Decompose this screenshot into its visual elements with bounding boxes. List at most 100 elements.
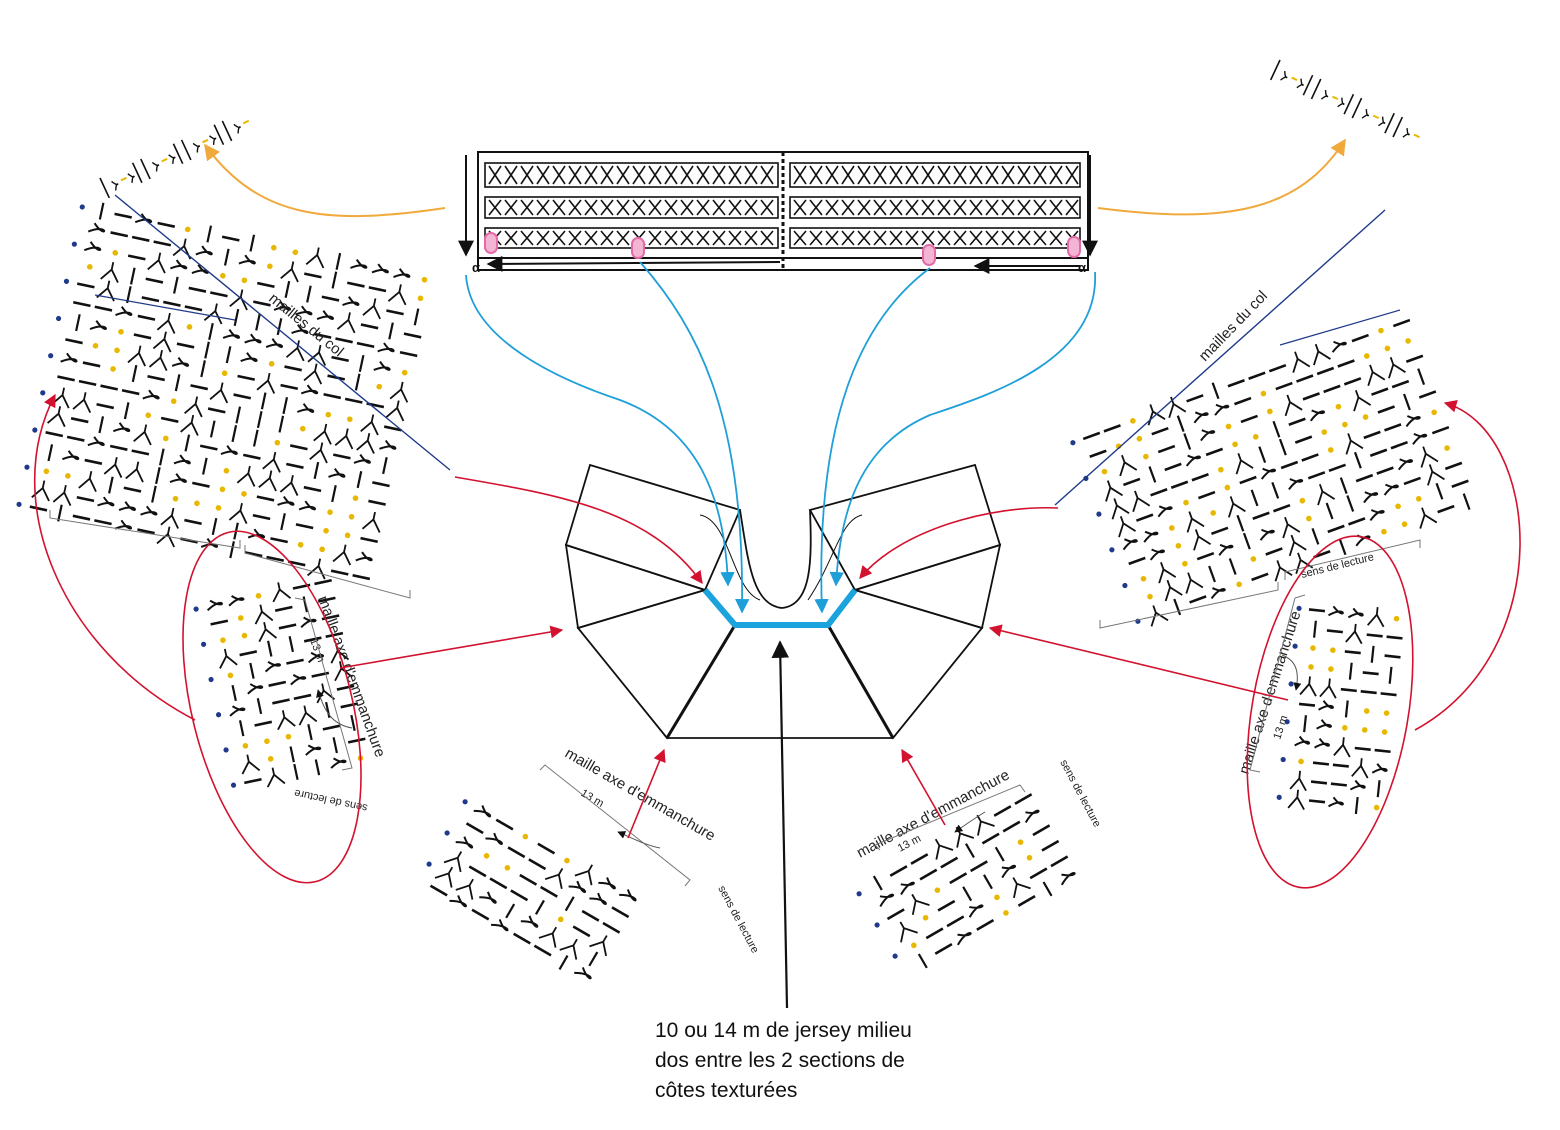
cross-stitch-icon <box>841 230 855 246</box>
purl-dash-icon <box>539 885 558 898</box>
cross-stitch-icon <box>744 165 758 185</box>
yellow-stitch-dot <box>267 756 274 762</box>
purl-dash-icon <box>1041 839 1060 852</box>
purl-dash-icon <box>372 481 390 488</box>
twisted-stitch-icon <box>114 519 132 530</box>
yellow-stitch-dot <box>1335 403 1342 410</box>
purl-dash-icon <box>137 528 155 535</box>
purl-dash-icon <box>109 444 128 451</box>
cross-stitch-icon <box>1033 199 1047 216</box>
knit-bar-icon <box>98 416 105 434</box>
purl-dash-icon <box>1323 384 1341 394</box>
cross-stitch-icon <box>262 451 281 473</box>
cross-stitch-icon <box>600 165 614 185</box>
knit-bar-icon <box>99 177 111 199</box>
knit-bar-icon <box>917 953 928 969</box>
purl-dash-icon <box>1014 793 1033 805</box>
cross-stitch-icon <box>52 484 72 506</box>
yellow-stitch-dot <box>1252 434 1259 440</box>
cross-stitch-icon <box>793 165 807 185</box>
cross-stitch-icon <box>219 648 238 669</box>
purl-dash-icon <box>1248 371 1266 380</box>
knit-bar-icon <box>173 276 179 294</box>
cross-stitch-icon <box>356 432 375 454</box>
knit-bar-icon <box>131 162 143 184</box>
yellow-stitch-dot <box>522 833 529 840</box>
yellow-stitch-dot <box>1224 484 1231 491</box>
yellow-stitch-dot <box>1140 575 1147 582</box>
knit-bar-icon <box>280 513 286 531</box>
purl-dash-icon <box>512 932 531 945</box>
small-chart-strip-left <box>99 119 250 199</box>
knit-bar-icon <box>1183 433 1192 450</box>
twisted-stitch-icon <box>220 445 238 455</box>
knit-bar-icon <box>358 354 365 373</box>
purl-dash-icon <box>257 281 275 288</box>
blue-stitch-dot <box>1135 618 1141 624</box>
twisted-stitch-icon <box>379 439 397 450</box>
purl-dash-icon <box>190 384 209 391</box>
cross-stitch-icon <box>1427 464 1445 486</box>
yellow-stitch-dot <box>112 250 119 256</box>
twisted-stitch-icon <box>115 306 133 317</box>
yellow-stitch-dot <box>1328 666 1334 672</box>
twisted-stitch-icon <box>1369 509 1385 522</box>
cross-stitch-icon <box>1299 676 1317 697</box>
purl-dash-icon <box>468 865 487 878</box>
back-neck-edge <box>702 588 858 628</box>
knit-bar-icon <box>382 457 388 475</box>
purl-dash-icon <box>1343 377 1362 386</box>
purl-dash-icon <box>949 872 968 885</box>
yellow-stitch-dot <box>1183 499 1189 506</box>
purl-dash-icon <box>347 281 365 288</box>
purl-dash-icon <box>272 698 290 705</box>
yellow-stitch-dot <box>215 505 222 511</box>
cross-stitch-icon <box>616 165 630 185</box>
knit-bar-icon <box>964 843 975 859</box>
purl-dash-icon <box>399 350 418 358</box>
twisted-stitch-icon <box>1361 109 1370 119</box>
yellow-stitch-dot <box>911 942 917 949</box>
purl-dash-icon <box>886 908 905 921</box>
cross-stitch-icon <box>600 230 614 246</box>
cross-stitch-icon <box>1317 483 1336 506</box>
reading-direction-label-right-big: sens de lecture <box>1300 551 1375 581</box>
knit-bar-icon <box>331 271 338 289</box>
cross-stitch-icon <box>152 331 172 353</box>
cross-stitch-icon <box>873 199 887 216</box>
purl-dash-icon <box>1386 635 1403 640</box>
yellow-stitch-dot <box>268 360 275 367</box>
cross-stitch-icon <box>552 165 566 185</box>
purl-dash-icon <box>153 240 172 247</box>
twisted-stitch-icon <box>491 919 509 932</box>
twisted-stitch-icon <box>247 528 266 539</box>
knit-bar-icon <box>588 951 599 967</box>
cross-stitch-icon <box>1017 165 1031 185</box>
thirteen-m-label-bottom-left: 13 m <box>579 787 606 810</box>
cross-stitch-icon <box>1292 351 1311 373</box>
yellow-stitch-dot <box>1147 593 1153 600</box>
purl-dash-icon <box>323 393 342 400</box>
cross-stitch-icon <box>589 935 608 957</box>
knit-bar-icon <box>1462 493 1471 510</box>
cross-stitch-icon <box>568 199 582 216</box>
cross-stitch-icon <box>1017 199 1031 216</box>
pointer-arrow-left-mid <box>316 689 353 729</box>
cable-band <box>484 196 779 219</box>
twisted-stitch-icon <box>273 300 291 311</box>
knit-bar-icon <box>1236 514 1245 532</box>
cross-stitch-icon <box>568 165 582 185</box>
purl-dash-icon <box>286 658 304 665</box>
cross-stitch-icon <box>584 230 598 246</box>
twisted-stitch-icon <box>169 473 187 483</box>
purl-dash-icon <box>289 444 308 451</box>
purl-dash-icon <box>937 899 956 912</box>
knit-bar-icon <box>256 697 263 715</box>
purl-dash-icon <box>465 822 484 835</box>
cross-stitch-icon <box>1193 529 1212 551</box>
cross-stitch-icon <box>536 165 550 185</box>
purl-dash-icon <box>252 513 271 521</box>
cross-stitch-icon <box>160 507 179 529</box>
purl-dash-icon <box>572 925 591 938</box>
yellow-stitch-dot <box>1136 435 1143 442</box>
